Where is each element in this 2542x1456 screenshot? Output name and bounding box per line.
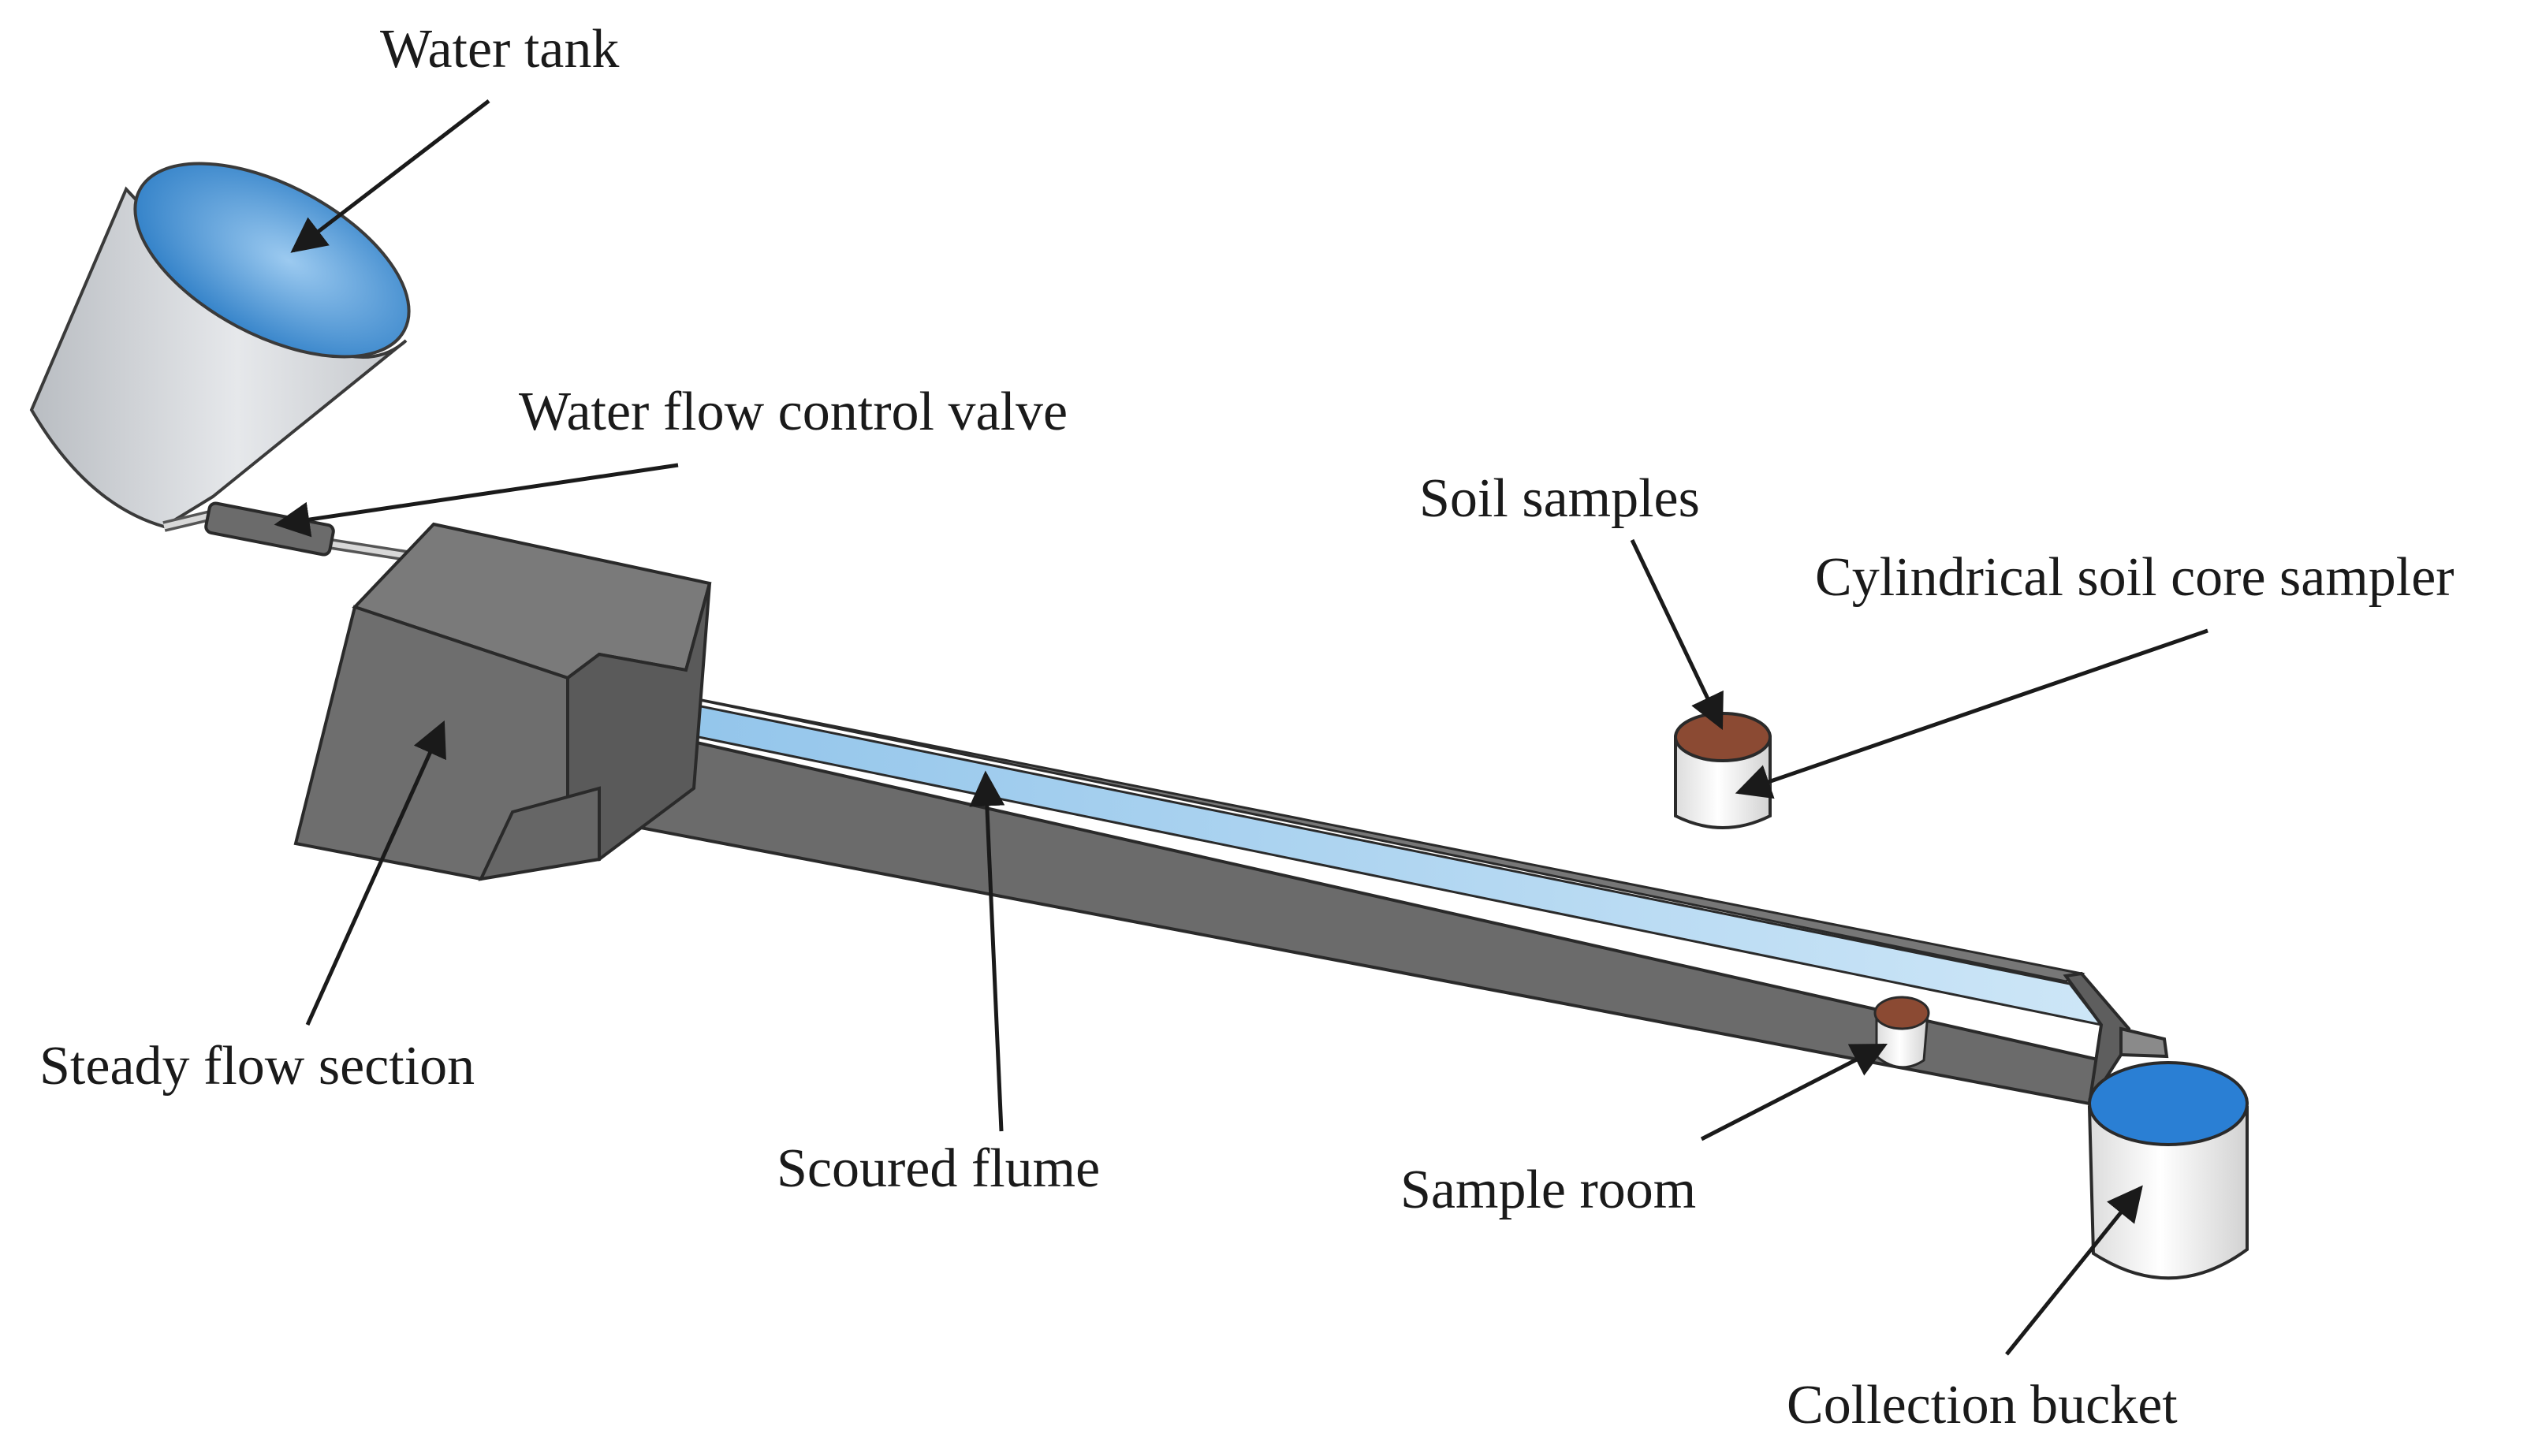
label-sample-room: Sample room (1400, 1160, 1697, 1220)
label-scoured-flume: Scoured flume (777, 1138, 1101, 1199)
arrow-icon (1700, 1043, 1888, 1141)
outlet-spout (2119, 1026, 2169, 1059)
scoured-flume (565, 683, 2169, 1106)
collection-bucket-water (2088, 1061, 2249, 1146)
sample-room-soil (1873, 996, 1930, 1030)
collection-bucket (2087, 1061, 2249, 1280)
arrow-icon (1735, 628, 2208, 799)
flume-side (565, 711, 2104, 1106)
steady-flow-lower (478, 786, 601, 881)
arrow-icon (290, 99, 490, 253)
arrow-icon (305, 720, 446, 1026)
control-valve (204, 501, 335, 557)
label-collection-bucket: Collection bucket (1787, 1375, 2178, 1436)
arrow-icon (274, 463, 679, 538)
label-steady-flow-section: Steady flow section (39, 1036, 475, 1097)
water-tank (29, 162, 411, 529)
label-water-tank: Water tank (380, 19, 620, 80)
label-water-flow-control-valve: Water flow control valve (519, 382, 1068, 442)
label-soil-samples: Soil samples (1419, 468, 1700, 529)
label-cylindrical-soil-core-sampler: Cylindrical soil core sampler (1815, 547, 2454, 608)
water-tank-water (133, 162, 411, 359)
arrow-icon (2005, 1185, 2143, 1356)
arrow-icon (1630, 538, 1724, 731)
soil-core-sampler (1674, 712, 1772, 829)
arrow-icon (969, 770, 1005, 1132)
soil-sample-top (1674, 712, 1772, 762)
leader-arrows (274, 99, 2208, 1356)
